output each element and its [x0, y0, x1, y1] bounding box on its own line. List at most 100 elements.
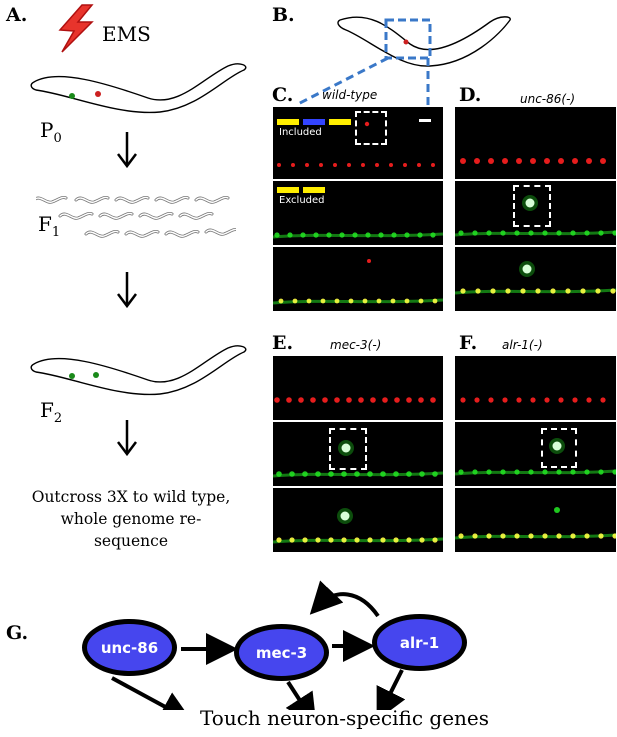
fluorescent-cell — [500, 533, 506, 539]
generation-p0: P0 — [40, 118, 62, 146]
fluorescent-cell — [488, 397, 494, 403]
fluorescent-cell — [542, 533, 548, 539]
fluorescent-cell — [305, 163, 309, 167]
generation-f1: F1 — [38, 212, 61, 240]
fluorescent-cell — [432, 298, 438, 304]
fluorescent-cell — [287, 232, 293, 238]
touch-neuron-genes-label: Touch neuron-specific genes — [200, 706, 490, 730]
zoom-region-box — [384, 18, 432, 60]
fluorescent-cell — [367, 259, 371, 263]
region-segment — [277, 119, 299, 125]
fluorescent-cell — [570, 469, 576, 475]
fluorescent-cell — [404, 298, 410, 304]
fluorescent-process — [455, 230, 616, 237]
fluorescent-cell — [367, 471, 373, 477]
fluorescent-cell — [315, 537, 321, 543]
fluorescent-process — [455, 533, 616, 540]
caption-alr-1: alr-1(-) — [502, 338, 543, 352]
fluorescent-cell — [570, 230, 576, 236]
fluorescent-cell — [500, 469, 506, 475]
fluorescent-cell — [286, 397, 292, 403]
caption-wild-type: wild-type — [322, 88, 378, 102]
micrograph-alr-1-merge — [455, 488, 616, 552]
fluorescent-cell — [598, 469, 604, 475]
fluorescent-cell — [274, 397, 280, 403]
network-arrows — [111, 580, 406, 710]
fluorescent-cell — [584, 533, 590, 539]
fluorescent-cell — [554, 507, 560, 513]
fluorescent-process — [455, 288, 616, 295]
fluorescent-cell — [319, 163, 323, 167]
fluorescent-cell — [550, 288, 556, 294]
fluorescent-cell — [580, 288, 586, 294]
green-neuron-dot — [69, 373, 75, 379]
panel-label-a: A. — [6, 4, 28, 26]
fluorescent-cell — [334, 397, 340, 403]
fluorescent-cell — [505, 288, 511, 294]
fluorescent-cell — [600, 158, 606, 164]
caption-mec-3: mec-3(-) — [330, 338, 382, 352]
fluorescent-cell — [432, 471, 438, 477]
fluorescent-cell — [406, 397, 412, 403]
fluorescent-cell — [458, 469, 464, 475]
fluorescent-cell — [475, 288, 481, 294]
fluorescent-cell — [458, 533, 464, 539]
fluorescent-cell — [460, 158, 466, 164]
fluorescent-cell — [556, 533, 562, 539]
fluorescent-cell — [612, 230, 616, 236]
fluorescent-cell — [326, 232, 332, 238]
fluorescent-cell — [418, 298, 424, 304]
fluorescent-cell — [310, 397, 316, 403]
fluorescent-cell — [277, 163, 281, 167]
fluorescent-soma — [522, 264, 532, 274]
fluorescent-soma — [552, 441, 562, 451]
fluorescent-process — [455, 469, 616, 476]
fluorescent-cell — [300, 232, 306, 238]
fluorescent-cell — [346, 397, 352, 403]
fluorescent-cell — [556, 469, 562, 475]
fluorescent-cell — [584, 469, 590, 475]
fluorescent-soma — [340, 511, 350, 521]
fluorescent-cell — [341, 537, 347, 543]
fluorescent-cell — [544, 158, 550, 164]
fluorescent-cell — [306, 298, 312, 304]
arrow-down-icon — [117, 420, 137, 457]
fluorescent-cell — [572, 158, 578, 164]
fluorescent-cell — [474, 397, 480, 403]
fluorescent-cell — [302, 537, 308, 543]
fluorescent-cell — [488, 158, 494, 164]
fluorescent-cell — [278, 298, 284, 304]
fluorescent-cell — [586, 158, 592, 164]
fluorescent-cell — [375, 163, 379, 167]
fluorescent-cell — [490, 288, 496, 294]
included-label: Included — [279, 127, 322, 138]
fluorescent-cell — [380, 471, 386, 477]
fluorescent-cell — [516, 158, 522, 164]
generation-f2: F2 — [40, 398, 63, 426]
fluorescent-cell — [535, 288, 541, 294]
fluorescent-cell — [276, 537, 282, 543]
region-segment — [329, 119, 351, 125]
highlight-box — [541, 428, 577, 468]
panel-label-f: F. — [459, 332, 478, 354]
fluorescent-cell — [320, 298, 326, 304]
fluorescent-cell — [598, 230, 604, 236]
arrow-down-icon — [117, 132, 137, 169]
fluorescent-cell — [361, 163, 365, 167]
fluorescent-cell — [430, 232, 436, 238]
micrograph-mec-3-merge — [273, 488, 443, 552]
panel-label-e: E. — [272, 332, 294, 354]
fluorescent-cell — [610, 288, 616, 294]
fluorescent-cell — [516, 397, 522, 403]
included-region-bar — [277, 119, 351, 125]
highlight-box — [355, 111, 387, 145]
arrow-alr1-to-targets — [376, 669, 406, 710]
fluorescent-cell — [367, 537, 373, 543]
green-neuron-dot — [69, 93, 75, 99]
fluorescent-cell — [586, 397, 592, 403]
worm-p0-illustration — [30, 63, 247, 114]
fluorescent-cell — [430, 397, 436, 403]
micrograph-wild-type-green: Excluded — [273, 181, 443, 245]
fluorescent-cell — [347, 163, 351, 167]
fluorescent-cell — [354, 537, 360, 543]
